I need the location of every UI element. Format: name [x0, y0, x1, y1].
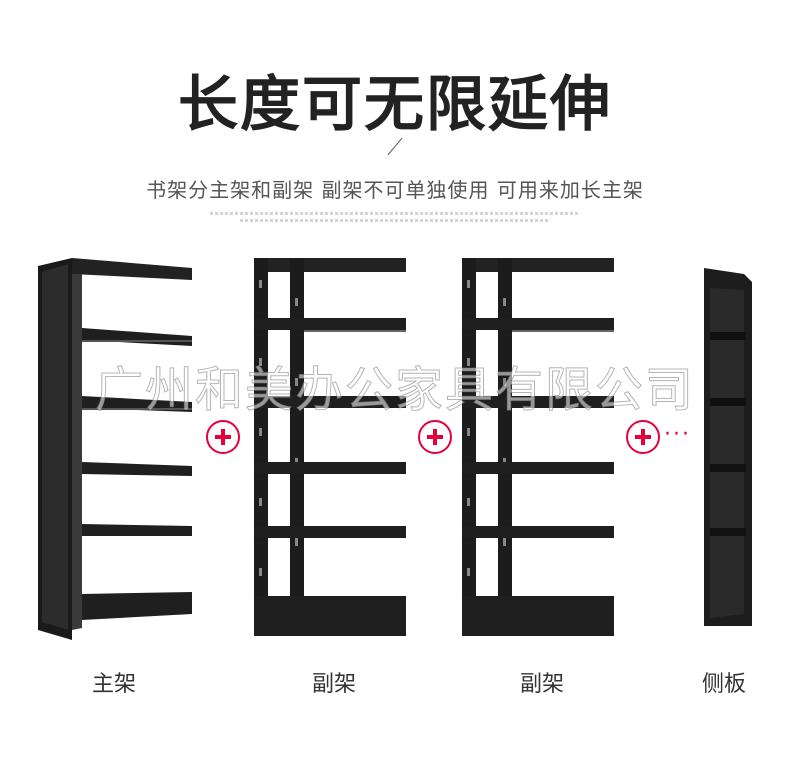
plus-icon — [418, 420, 452, 454]
side-panel-image — [704, 268, 752, 626]
fine-print-line — [240, 219, 550, 222]
page-title: 长度可无限延伸 — [178, 70, 612, 140]
plus-icon — [626, 420, 660, 454]
sub-shelf-image-1 — [254, 258, 406, 636]
plus-icon — [206, 420, 240, 454]
sub-shelf-image-2 — [462, 258, 614, 636]
label-main-shelf: 主架 — [91, 672, 136, 697]
decorative-slash — [387, 137, 403, 156]
fine-print-line — [210, 212, 580, 215]
label-sub-shelf-1: 副架 — [311, 672, 356, 697]
subtitle: 书架分主架和副架 副架不可单独使用 可用来加长主架 — [146, 178, 644, 202]
main-shelf-image — [38, 258, 192, 640]
more-indicator: ··· — [664, 422, 691, 447]
label-sub-shelf-2: 副架 — [519, 672, 564, 697]
label-side-panel: 侧板 — [701, 672, 746, 697]
